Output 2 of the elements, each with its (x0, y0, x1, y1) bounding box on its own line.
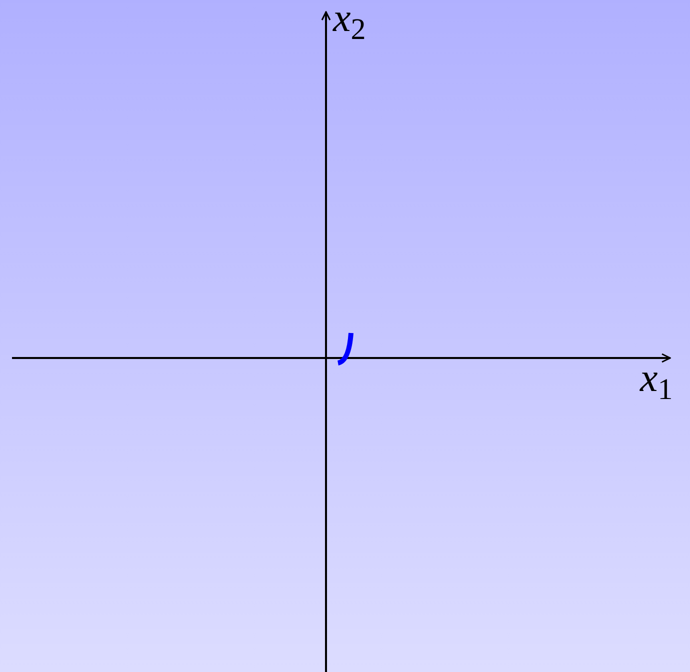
axis-label: x$_{2}$ (333, 0, 366, 38)
axis-label: x$_{1}$ (640, 358, 673, 398)
